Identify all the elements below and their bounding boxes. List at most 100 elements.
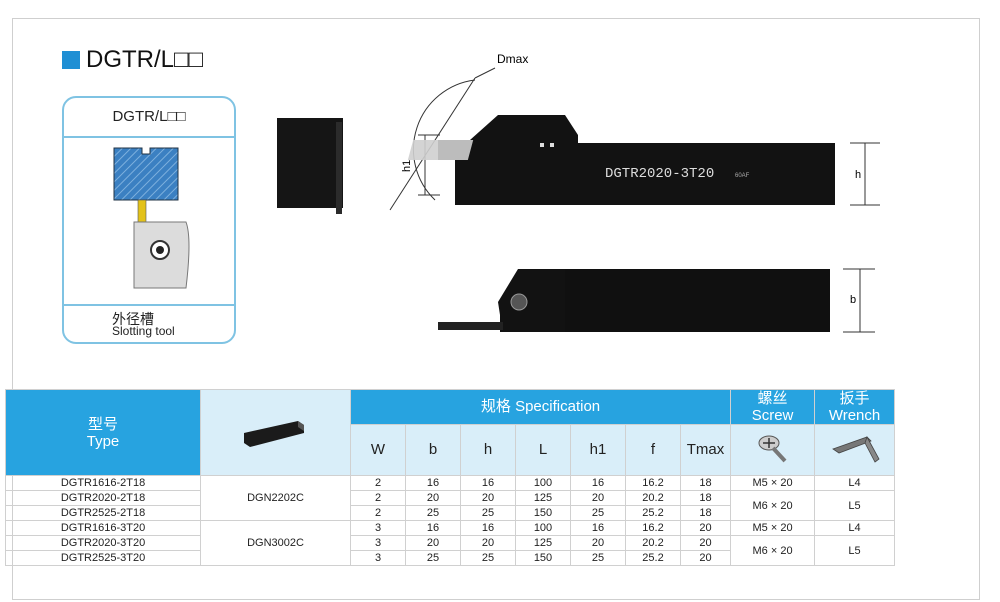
slotting-card: DGTR/L□□ 外径槽 Slotting tool: [62, 96, 236, 344]
screw-icon-drawing: [510, 293, 528, 311]
cell-l: 150: [515, 505, 571, 521]
b-label: b: [850, 294, 856, 306]
cell-l: 125: [515, 535, 571, 551]
wrench-header-cn: 扳手: [839, 390, 870, 407]
table-row: DGTR2020-2T18 2 20 20 125 20 20.2 18 M6 …: [5, 490, 896, 521]
screw-header: 螺丝 Screw: [730, 389, 816, 425]
tool-side-view: [498, 269, 565, 332]
table-row: DGTR2525-3T20 3 25 25 150 25 25.2 20: [5, 550, 895, 566]
cell-h: 25: [460, 505, 516, 521]
dmax-label: Dmax: [497, 52, 528, 66]
cell-wrench: L4: [814, 520, 896, 536]
cell-l: 100: [515, 475, 571, 491]
wrench-icon: [831, 435, 880, 463]
cell-wrench: L5: [814, 490, 896, 521]
cell-b: 20: [405, 490, 461, 506]
spec-table: 型号 Type 规格 Specification 螺丝 Screw 扳手 Wre…: [5, 389, 896, 566]
cell-h: 20: [460, 490, 516, 506]
tool-marking-small: 60AF: [735, 173, 750, 179]
page-frame: [12, 18, 980, 600]
cell-w: 3: [350, 550, 406, 566]
screw-icon-cell: [730, 424, 816, 476]
table-row: DGTR1616-2T18 DGN2202C 2 16 16 100 16 16…: [5, 475, 896, 521]
cell-type: DGTR2525-2T18: [5, 505, 201, 521]
cell-h: 25: [460, 550, 516, 566]
card-label-en: Slotting tool: [112, 324, 175, 338]
cell-h: 16: [460, 475, 516, 491]
page-title: DGTR/L□□: [62, 46, 203, 74]
col-f: f: [625, 424, 681, 476]
cell-b: 20: [405, 535, 461, 551]
cell-h1: 16: [570, 475, 626, 491]
tool-top-view: [438, 115, 835, 205]
insert-image-cell: [200, 389, 351, 476]
slotting-diagram: [113, 147, 190, 289]
table-row: DGTR2020-3T20 3 20 20 125 20 20.2 20 M6 …: [5, 535, 896, 566]
cell-tmax: 18: [679, 490, 732, 506]
card-label-cn: 外径槽: [112, 311, 154, 327]
cell-b: 16: [405, 475, 461, 491]
card-header: DGTR/L□□: [112, 108, 186, 125]
wrench-icon-cell: [814, 424, 896, 476]
cell-h1: 25: [570, 550, 626, 566]
cell-screw: M5 × 20: [730, 475, 816, 491]
cell-l: 150: [515, 550, 571, 566]
col-b: b: [405, 424, 461, 476]
cell-w: 2: [350, 505, 406, 521]
cell-h1: 20: [570, 490, 626, 506]
cell-w: 2: [350, 475, 406, 491]
cell-tmax: 20: [679, 550, 732, 566]
cell-l: 100: [515, 520, 571, 536]
cell-tmax: 18: [679, 505, 732, 521]
cell-w: 3: [350, 535, 406, 551]
cell-b: 16: [405, 520, 461, 536]
cell-f: 20.2: [625, 490, 681, 506]
cell-insert: DGN3002C: [200, 520, 351, 566]
insert-icon: [243, 420, 304, 447]
card-divider: [64, 136, 234, 138]
screw-header-en: Screw: [751, 407, 794, 424]
cell-h1: 25: [570, 505, 626, 521]
col-h: h: [460, 424, 516, 476]
type-header: 型号 Type: [5, 389, 201, 476]
table-row: DGTR1616-3T20 DGN3002C 3 16 16 100 16 16…: [5, 520, 896, 566]
tool-drawing: Dmax h1 DGTR2020-3T20 60AF h b: [277, 52, 880, 333]
cell-tmax: 20: [679, 535, 732, 551]
col-w: W: [350, 424, 406, 476]
cell-type: DGTR1616-2T18: [5, 475, 201, 491]
cell-insert: DGN2202C: [200, 475, 351, 521]
cell-tmax: 18: [679, 475, 732, 491]
wrench-header-en: Wrench: [828, 407, 881, 424]
cell-tmax: 20: [679, 520, 732, 536]
cell-screw: M6 × 20: [730, 535, 816, 566]
tool-end-view: [277, 118, 343, 208]
cell-l: 125: [515, 490, 571, 506]
tool-marking: DGTR2020-3T20: [605, 166, 714, 182]
cell-wrench: L5: [814, 535, 896, 566]
cell-h: 16: [460, 520, 516, 536]
spec-header: 规格 Specification: [349, 389, 732, 425]
cell-f: 16.2: [625, 475, 681, 491]
h-label: h: [855, 169, 861, 181]
col-l: L: [515, 424, 571, 476]
cell-b: 25: [405, 505, 461, 521]
title-square-icon: [62, 51, 80, 69]
cell-h: 20: [460, 535, 516, 551]
col-h1: h1: [570, 424, 626, 476]
cell-h1: 16: [570, 520, 626, 536]
screw-header-cn: 螺丝: [757, 390, 788, 407]
cell-wrench: L4: [814, 475, 896, 491]
cell-h1: 20: [570, 535, 626, 551]
type-header-en: Type: [86, 432, 120, 450]
cell-type: DGTR2020-3T20: [5, 535, 201, 551]
cell-f: 25.2: [625, 550, 681, 566]
cell-type: DGTR2020-2T18: [5, 490, 201, 506]
type-header-cn: 型号: [87, 415, 118, 433]
cell-w: 2: [350, 490, 406, 506]
cell-f: 25.2: [625, 505, 681, 521]
card-divider-bottom: [64, 304, 234, 306]
cell-f: 20.2: [625, 535, 681, 551]
col-tmax: Tmax: [679, 424, 732, 476]
cell-f: 16.2: [625, 520, 681, 536]
screw-icon: [758, 435, 787, 462]
